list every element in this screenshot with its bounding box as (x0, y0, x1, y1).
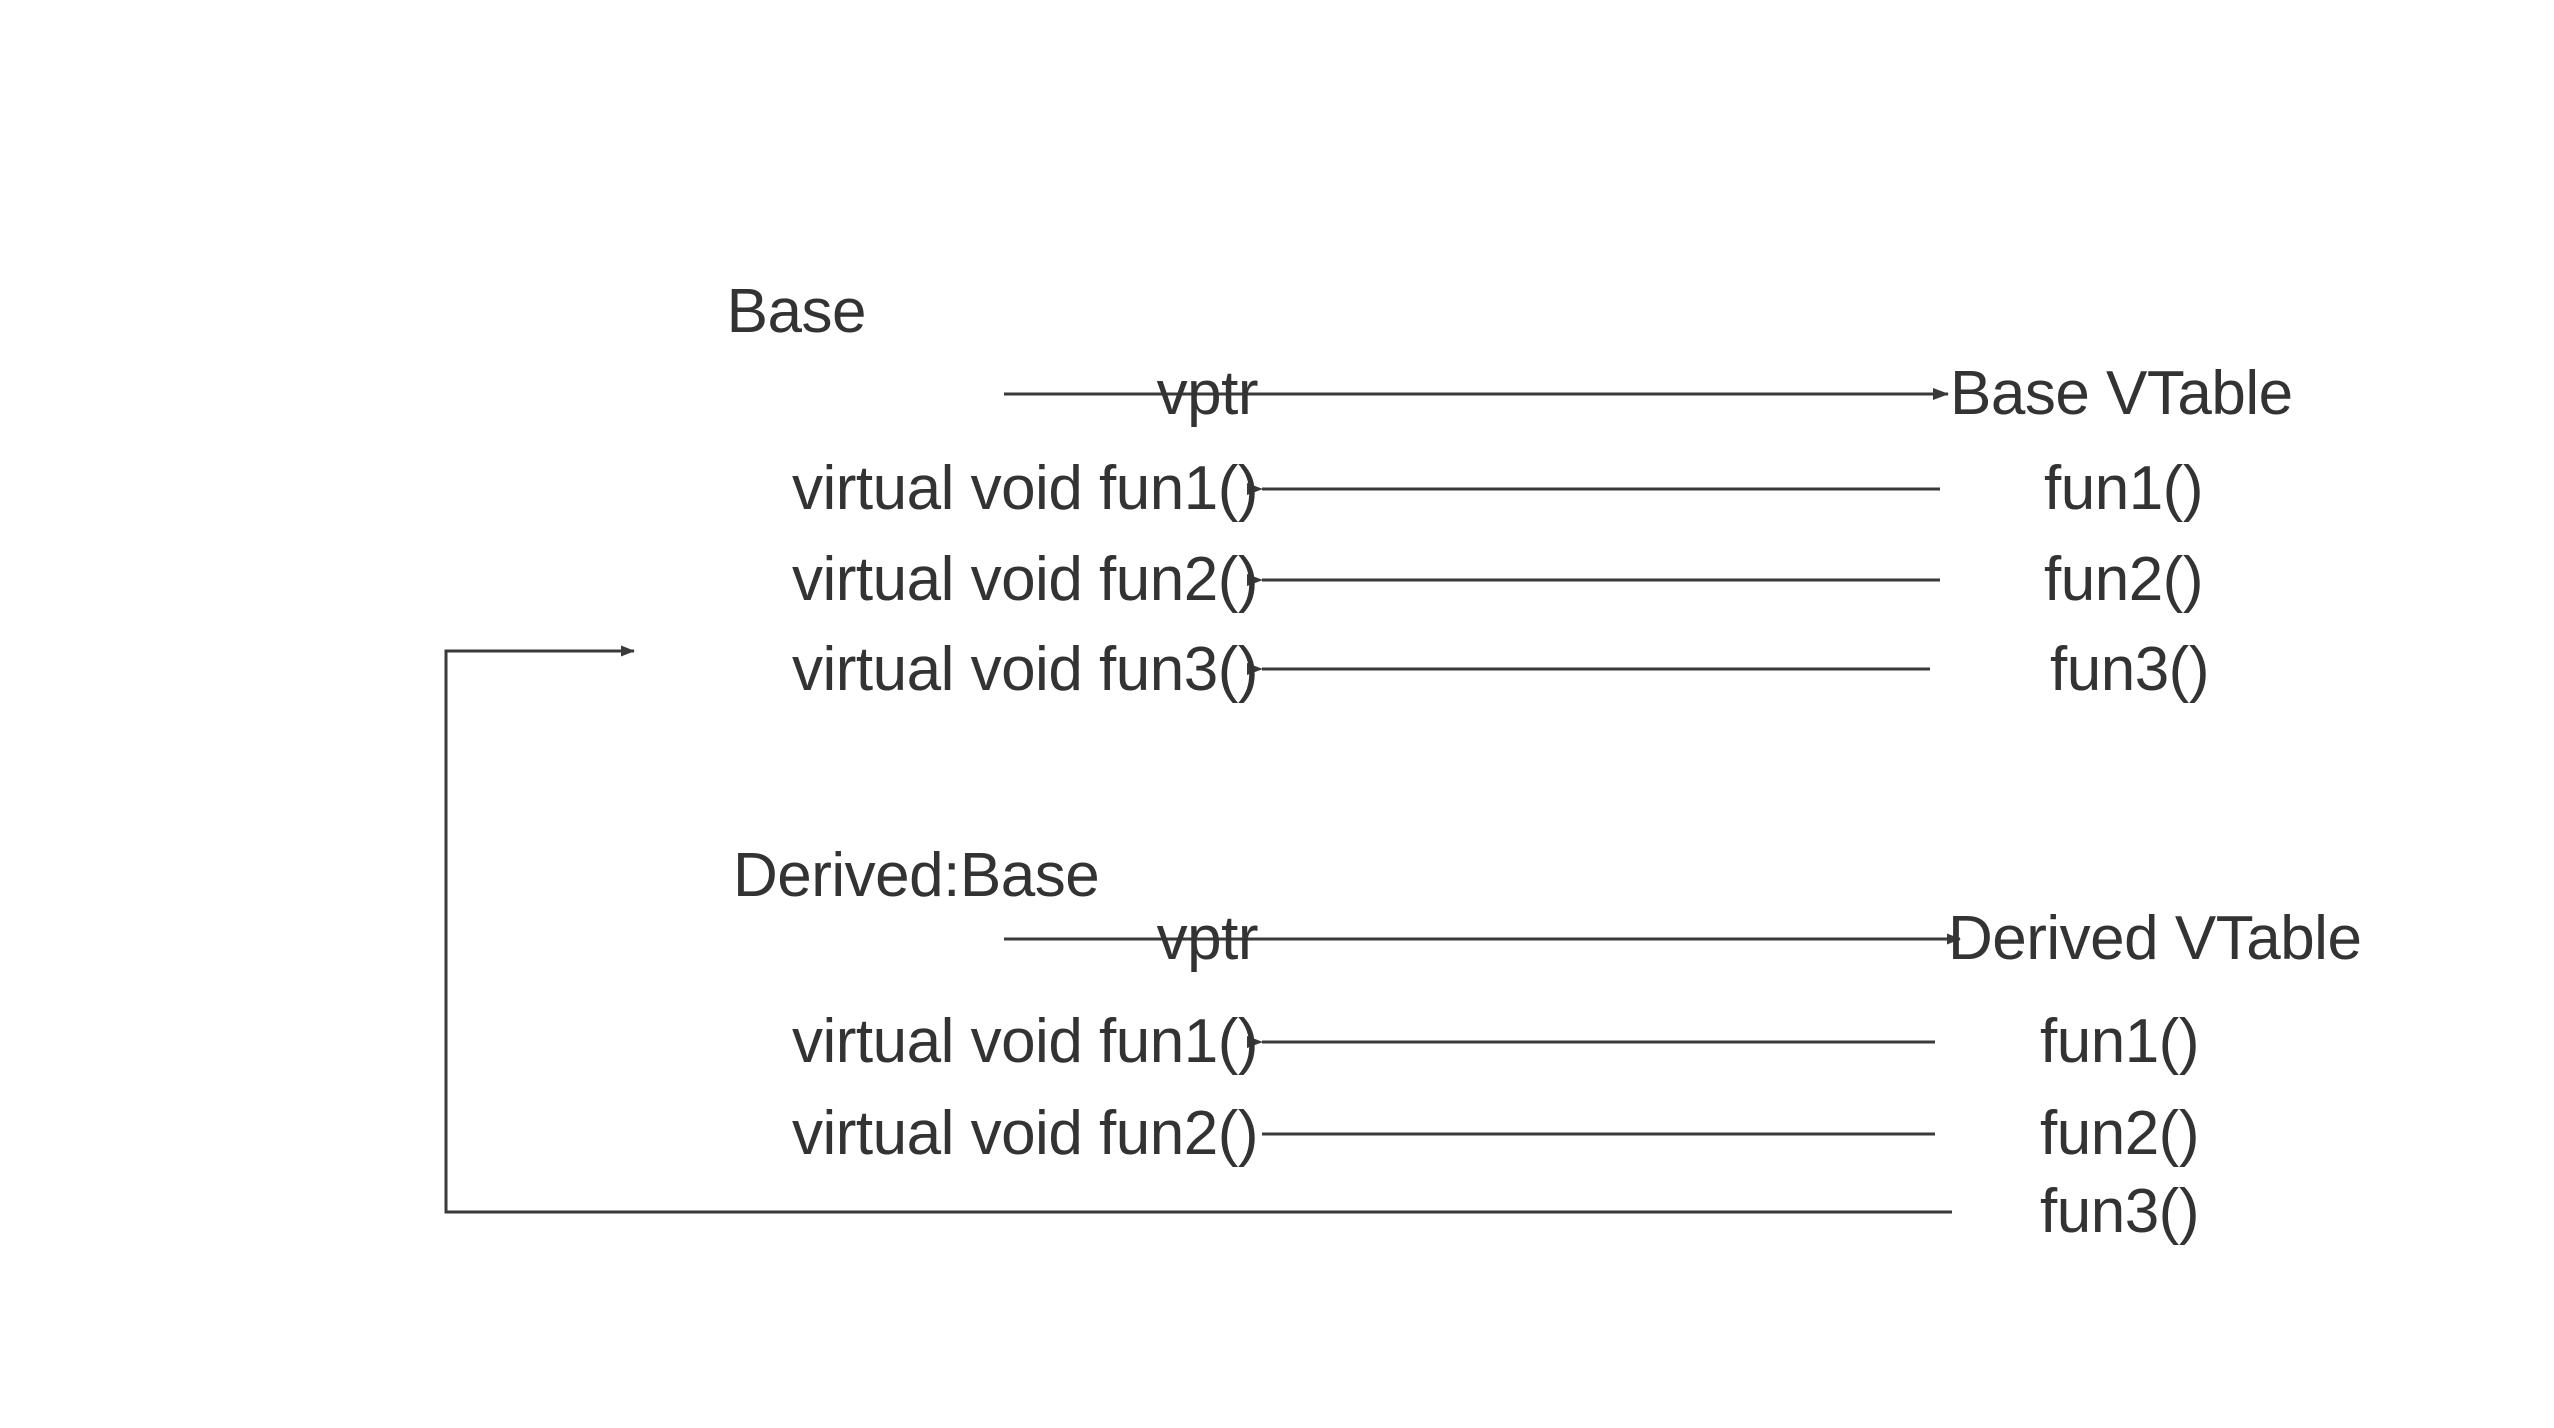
base-class-title: Base (727, 281, 1258, 343)
base-vtable-title: Base VTable (1950, 359, 2293, 428)
derived-vtable-entry-fun3: fun3() (2040, 1177, 2199, 1246)
derived-vtable-entry-fun1: fun1() (2040, 1007, 2199, 1076)
base-vtable-entry-fun3: fun3() (2050, 635, 2209, 704)
derived-vtable-entry-fun2: fun2() (2040, 1099, 2199, 1168)
base-vtable-entry-fun1: fun1() (2044, 454, 2203, 523)
derived-member-fun1: virtual void fun1() (791, 1007, 1259, 1076)
base-member-fun3: virtual void fun3() (791, 635, 1259, 704)
derived-vtable-title: Derived VTable (1948, 904, 2362, 973)
base-class-title-text: Base (726, 277, 867, 346)
derived-member-vptr: vptr (1156, 904, 1259, 973)
base-member-fun1: virtual void fun1() (791, 454, 1259, 523)
base-member-vptr: vptr (1156, 359, 1259, 428)
base-vtable-entry-fun2: fun2() (2044, 545, 2203, 614)
derived-member-fun2: virtual void fun2() (791, 1099, 1259, 1168)
derived-class-title: Derived:Base (733, 841, 1100, 910)
base-member-fun2: virtual void fun2() (791, 545, 1259, 614)
